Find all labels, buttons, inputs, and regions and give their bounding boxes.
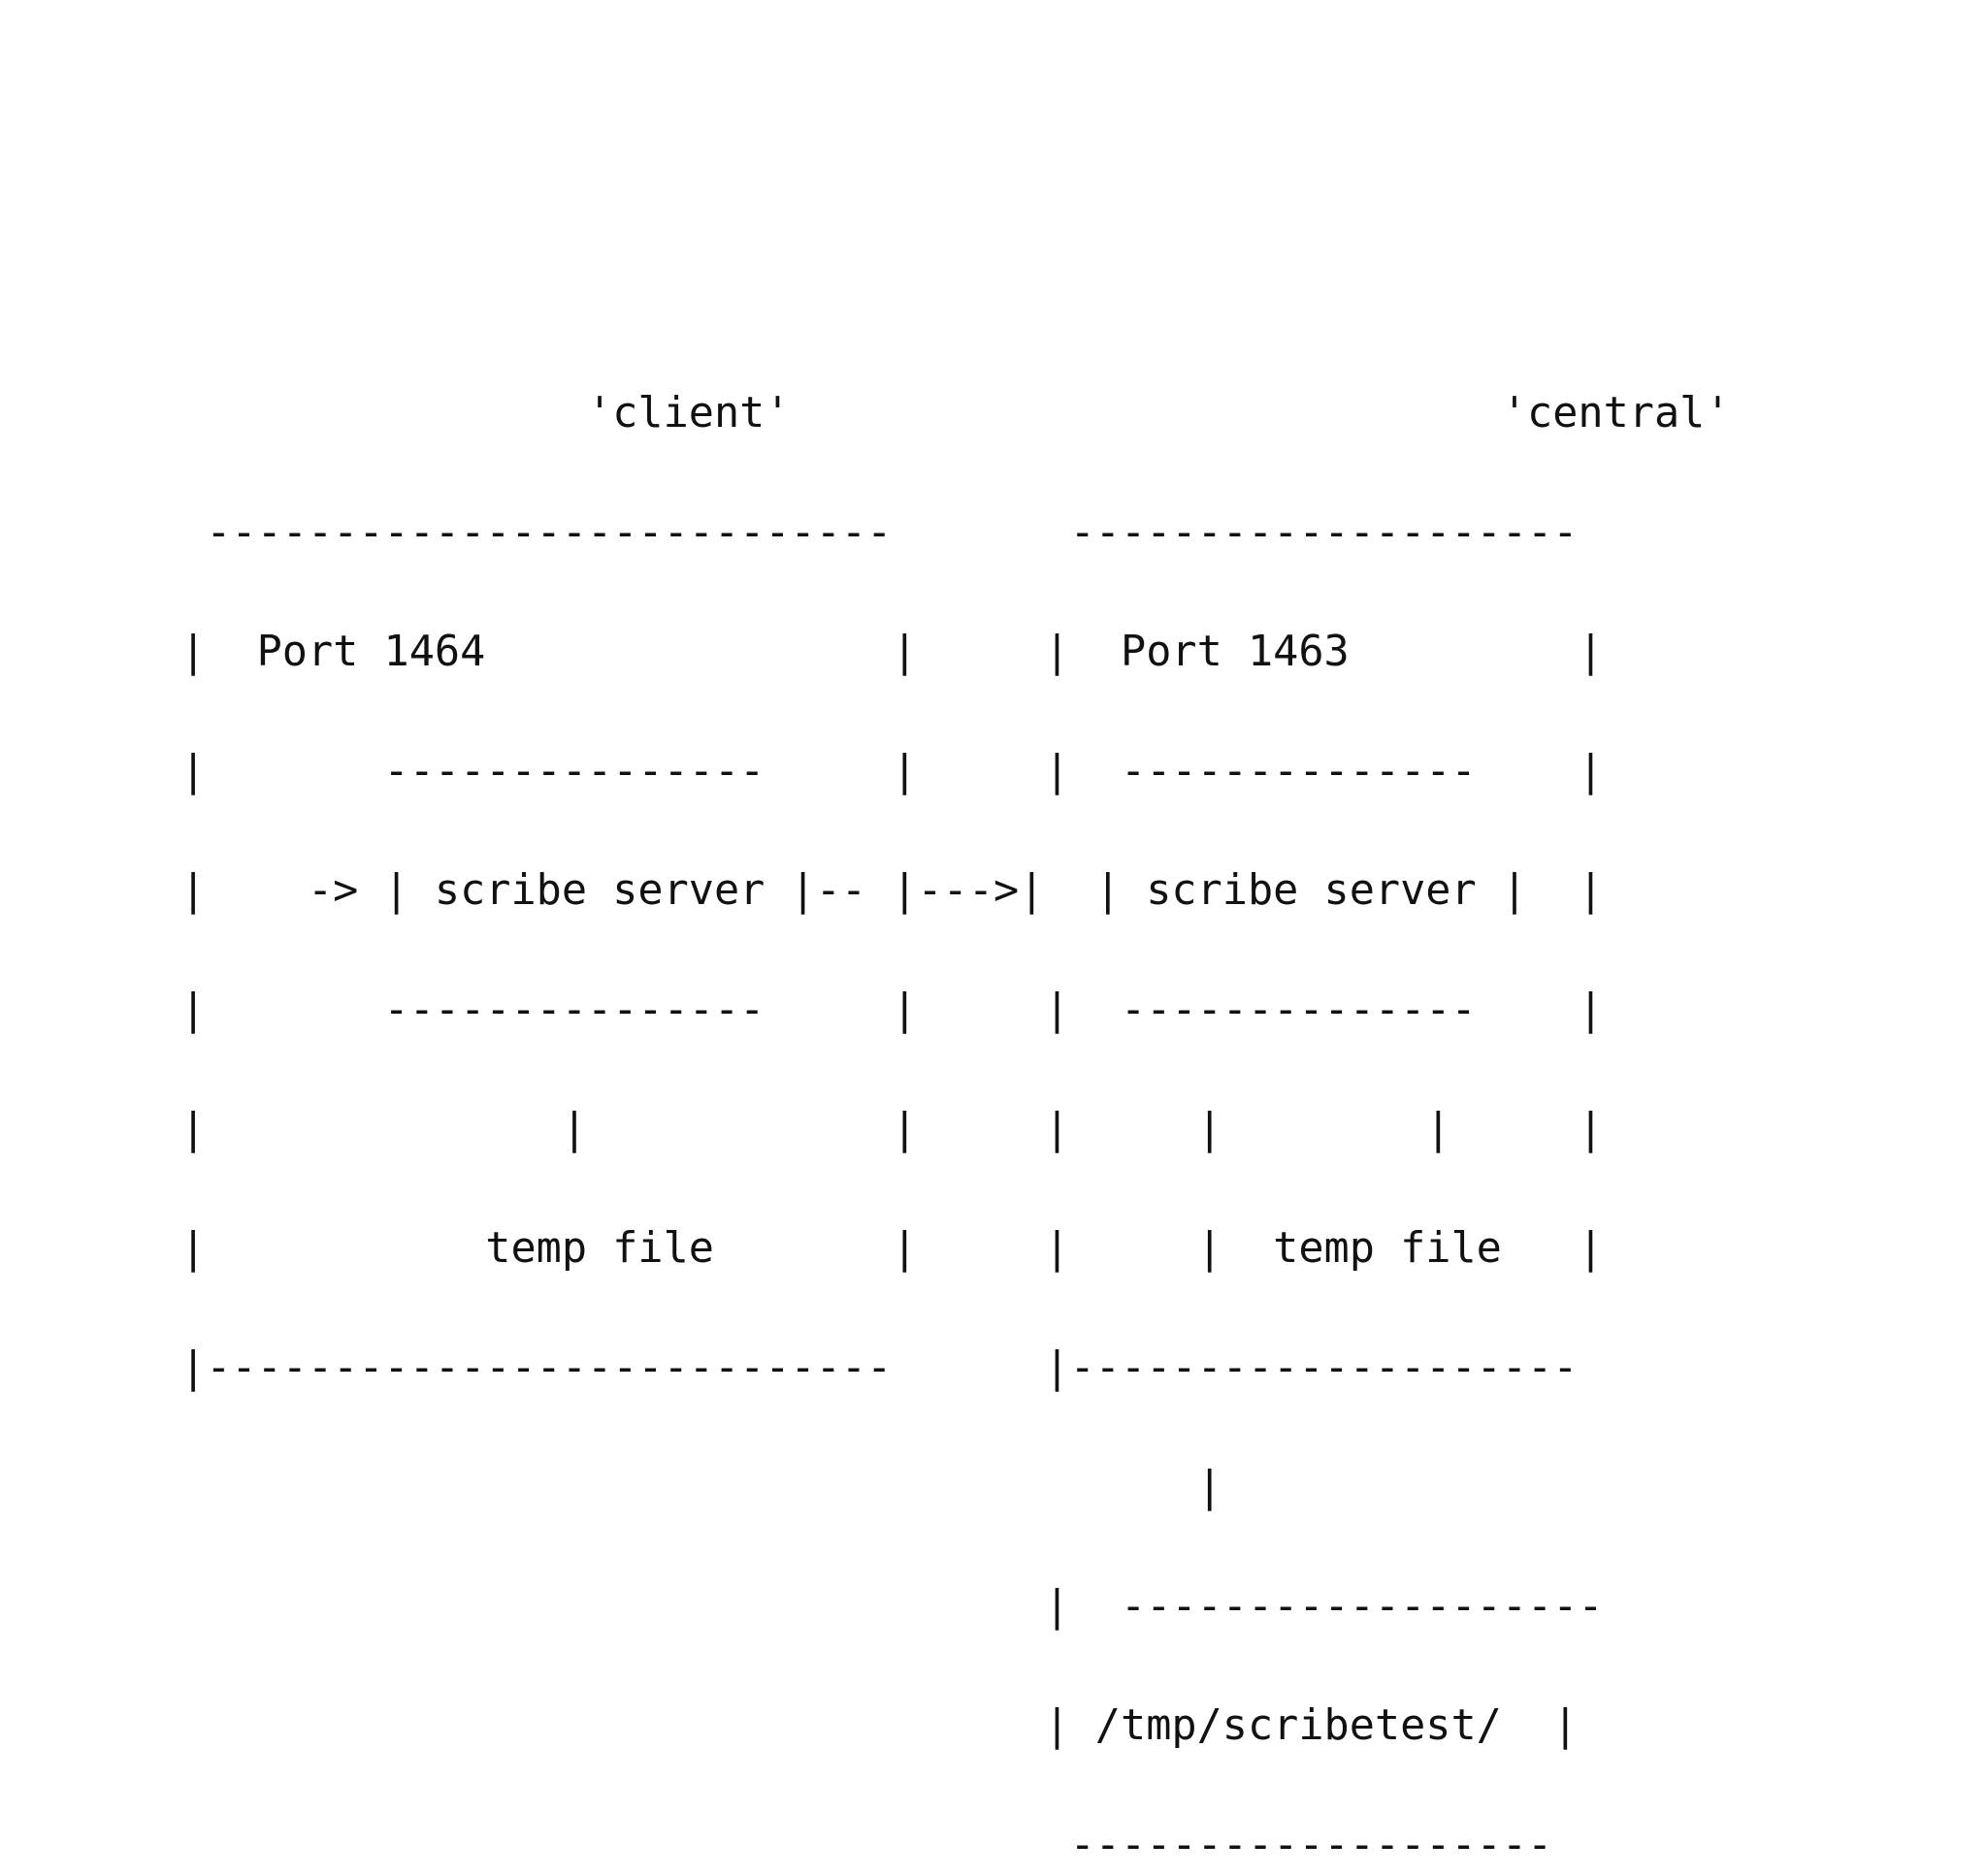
output-path-row: | /tmp/scribetest/ | <box>180 1701 1579 1750</box>
port-labels-row: | Port 1464 | | Port 1463 | <box>180 628 1604 676</box>
output-box-top-border-row: | ------------------- <box>180 1582 1604 1631</box>
scribe-server-row: | -> | scribe server |-- |--->| | scribe… <box>180 866 1604 915</box>
boxes-bottom-border-row: |--------------------------- |----------… <box>180 1343 1579 1392</box>
temp-file-connector-row: | | | | | | | <box>180 1105 1604 1153</box>
boxes-top-border-row: --------------------------- ------------… <box>180 508 1579 557</box>
output-box-bottom-border-row: ------------------- <box>180 1821 1553 1869</box>
ascii-diagram-root: 'client' 'central' ---------------------… <box>180 389 1731 1869</box>
temp-file-labels-row: | temp file | | | temp file | <box>180 1224 1604 1273</box>
node-labels-row: 'client' 'central' <box>180 389 1731 437</box>
ascii-art-canvas: 'client' 'central' ---------------------… <box>180 384 1731 1876</box>
inner-boxes-bottom-border-row: | --------------- | | -------------- | <box>180 986 1604 1034</box>
inner-boxes-top-border-row: | --------------- | | -------------- | <box>180 747 1604 795</box>
central-output-connector-row: | <box>180 1463 1222 1511</box>
